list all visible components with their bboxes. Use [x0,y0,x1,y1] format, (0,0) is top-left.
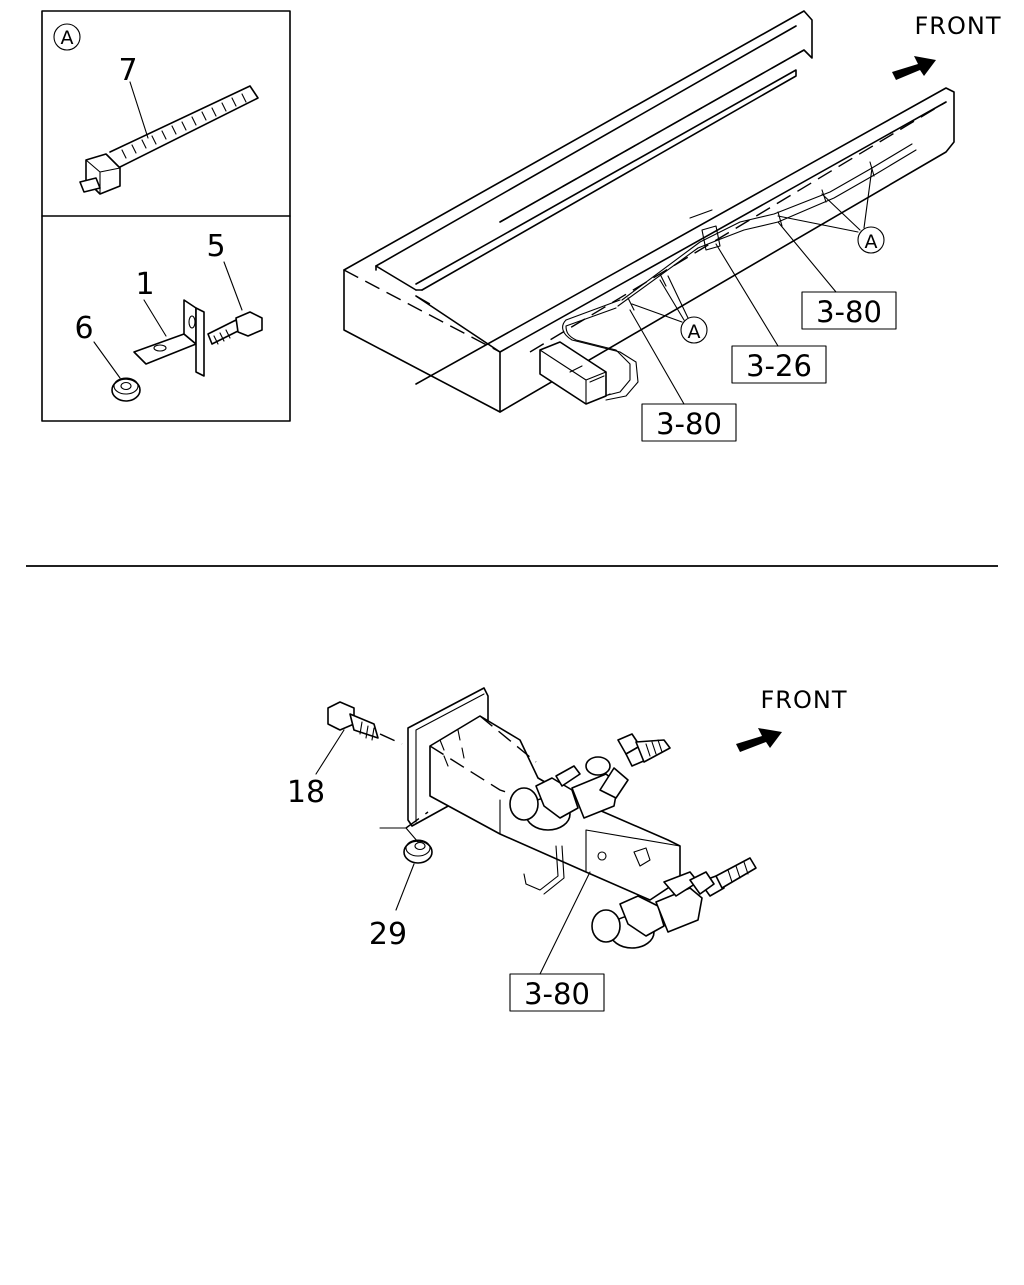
bolt-part-5 [207,311,263,345]
part-number-5: 5 [206,229,225,264]
cable-tie-part [79,85,259,195]
part-number-18: 18 [287,775,325,810]
svg-text:A: A [688,321,701,343]
nut-part-6 [111,377,141,402]
svg-text:3-80: 3-80 [656,407,722,441]
reference-box-3-26: 3-26 [715,243,827,384]
wiring-harness [562,143,917,401]
connector-block [539,341,611,405]
front-arrow-top-icon [892,56,936,80]
clip-callout-a-lower: A [631,275,708,344]
front-label-top: FRONT [915,12,1002,40]
inset-callout-label: A [61,27,74,49]
part-number-6: 6 [74,311,93,346]
inset-callout-a: A [53,23,81,51]
upper-valve-fitting [509,733,671,831]
lower-valve-fitting [591,857,757,949]
svg-text:3-80: 3-80 [816,295,882,329]
svg-text:3-80: 3-80 [524,977,590,1011]
front-label-bottom: FRONT [761,686,848,714]
frame-rail [343,10,955,413]
bolt-part-18 [327,701,403,745]
svg-text:3-26: 3-26 [746,349,812,383]
nut-part-29 [379,811,433,864]
part-number-7: 7 [118,53,137,88]
reference-box-3-80-lower: 3-80 [629,309,737,442]
part-number-29: 29 [369,917,407,952]
reference-box-3-80-bottom: 3-80 [509,871,605,1012]
reference-box-3-80-upper: 3-80 [777,221,897,330]
inset-box [41,10,291,422]
bracket-part-1 [133,299,205,377]
hose-stub [523,845,565,895]
part-number-1: 1 [135,267,154,302]
front-arrow-bottom-icon [736,728,782,752]
clip-callout-a-upper: A [777,167,885,254]
svg-text:A: A [865,231,878,253]
